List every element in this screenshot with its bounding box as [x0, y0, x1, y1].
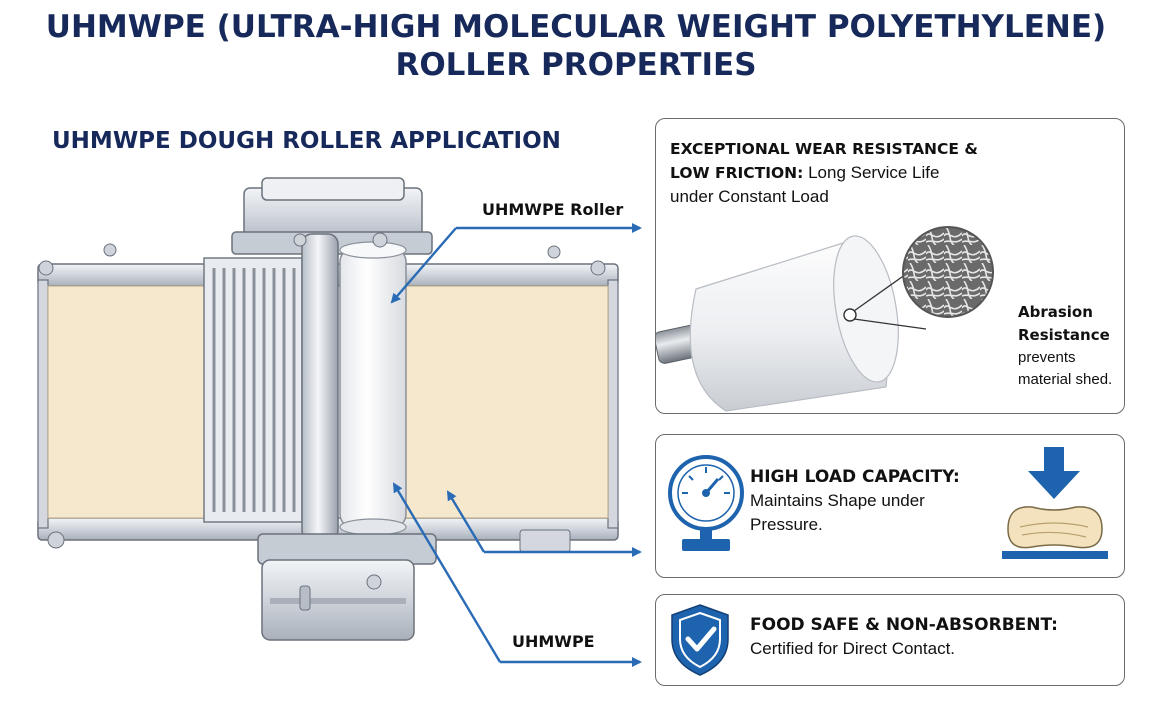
food-text: FOOD SAFE & NON-ABSORBENT: Certified for…	[750, 613, 1120, 661]
load-heading: HIGH LOAD CAPACITY:	[750, 467, 960, 487]
panel-wear-resistance: EXCEPTIONAL WEAR RESISTANCE & LOW FRICTI…	[655, 118, 1125, 414]
compression-arrow-icon	[1002, 447, 1108, 559]
dough-sheet-left	[47, 285, 209, 519]
load-text-line-1: Maintains Shape under	[750, 491, 925, 510]
section-subtitle: UHMWPE DOUGH ROLLER APPLICATION	[52, 128, 561, 154]
page-title: UHMWPE (ULTRA-HIGH MOLECULAR WEIGHT POLY…	[0, 8, 1152, 84]
pressure-gauge-icon	[668, 455, 744, 551]
callout-uhmwpe-roller: UHMWPE Roller	[482, 200, 624, 219]
fiber-magnifier-icon	[902, 226, 994, 318]
abrasion-title-line-2: Resistance	[1018, 326, 1110, 344]
title-line-1: UHMWPE (ULTRA-HIGH MOLECULAR WEIGHT POLY…	[45, 9, 1107, 45]
wear-heading-line-1: EXCEPTIONAL WEAR RESISTANCE &	[670, 140, 978, 158]
abrasion-title-line-1: Abrasion	[1018, 303, 1093, 321]
callout-uhmwpe-material: UHMWPE	[512, 632, 595, 651]
connector-arrows	[390, 223, 642, 667]
title-line-2: ROLLER PROPERTIES	[395, 47, 757, 83]
panel-load-capacity: HIGH LOAD CAPACITY: Maintains Shape unde…	[655, 434, 1125, 578]
abrasion-text-line-1: prevents	[1018, 349, 1076, 366]
wear-text-line-1: Long Service Life	[808, 163, 940, 182]
wear-heading-line-2: LOW FRICTION:	[670, 164, 804, 182]
bottom-motor-housing	[257, 533, 437, 641]
food-text-line: Certified for Direct Contact.	[750, 639, 956, 658]
wear-heading: EXCEPTIONAL WEAR RESISTANCE & LOW FRICTI…	[670, 137, 1110, 209]
panel-food-safe: FOOD SAFE & NON-ABSORBENT: Certified for…	[655, 594, 1125, 686]
abrasion-text-line-2: material shed.	[1018, 371, 1113, 388]
cutter-blade-assembly	[203, 257, 303, 523]
white-roller-image	[656, 235, 927, 412]
wear-text-line-2: under Constant Load	[670, 187, 829, 206]
load-text: HIGH LOAD CAPACITY: Maintains Shape unde…	[750, 465, 1000, 537]
abrasion-caption: Abrasion Resistance prevents material sh…	[1018, 301, 1122, 391]
dough-sheet-right	[403, 285, 609, 519]
food-heading: FOOD SAFE & NON-ABSORBENT:	[750, 615, 1058, 635]
load-text-line-2: Pressure.	[750, 515, 823, 534]
steel-roller	[301, 233, 339, 541]
shield-check-icon	[671, 604, 729, 676]
